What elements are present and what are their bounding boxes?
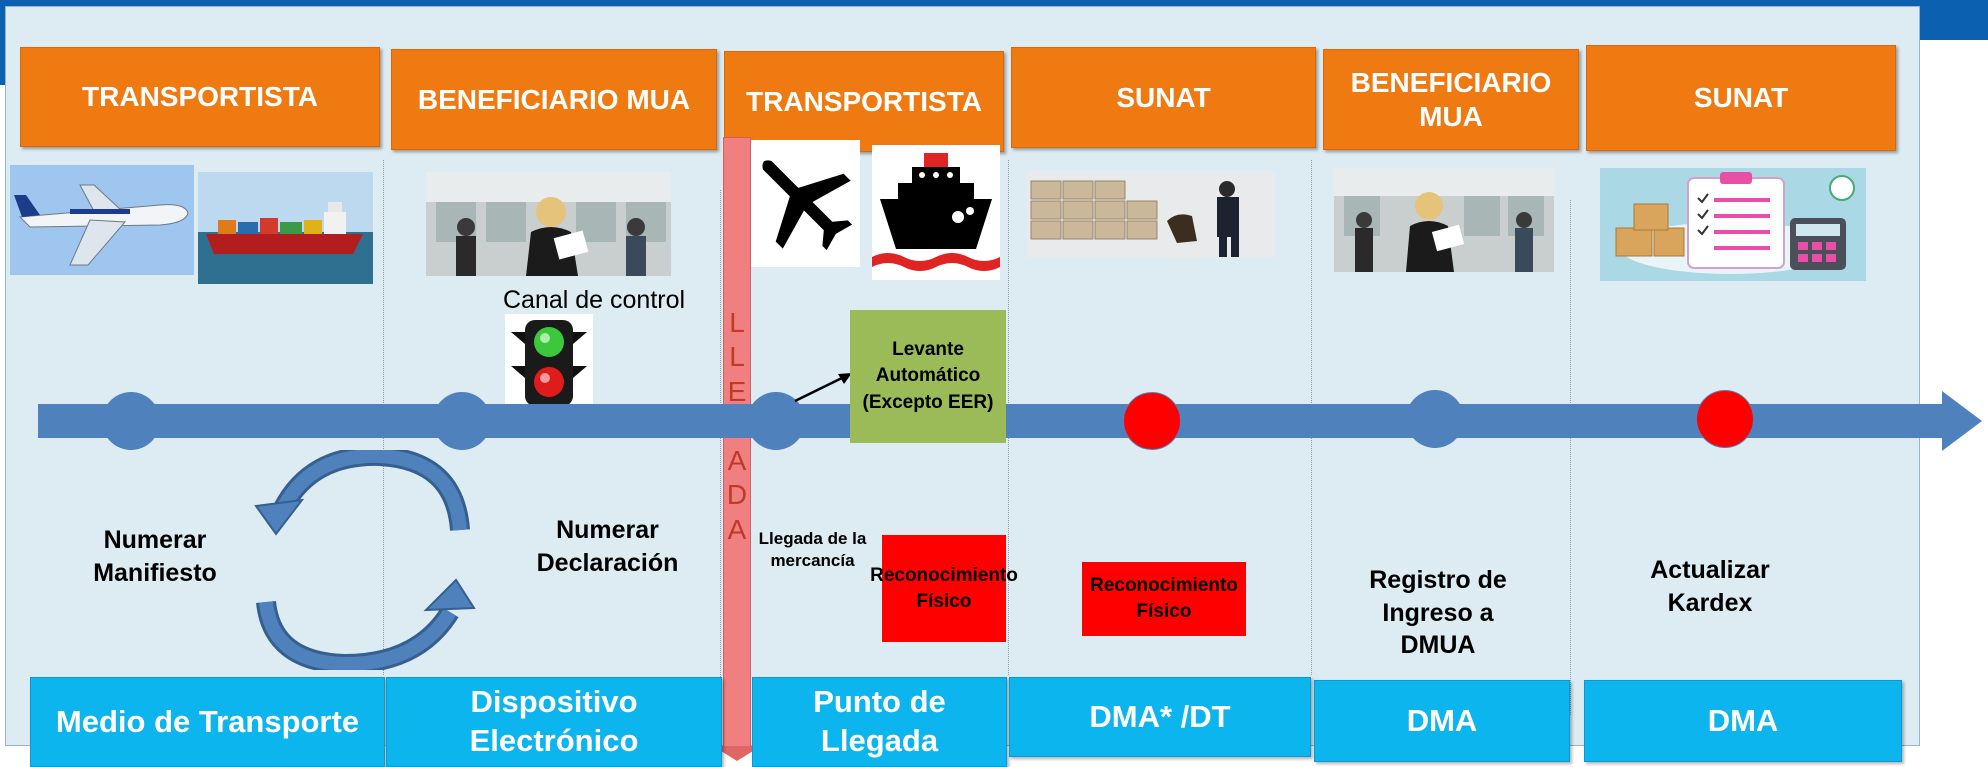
- llegada-arrow-head: [713, 746, 761, 761]
- step-numerar-manifiesto: Numerar Manifiesto: [93, 526, 217, 587]
- timeline-node: [102, 392, 160, 450]
- llegada-letter: D: [726, 479, 748, 511]
- step-registro-ingreso: Registro de Ingreso a DMUA: [1369, 566, 1507, 659]
- llegada-letter: L: [729, 341, 745, 373]
- timeline-node-alert: [1123, 392, 1181, 450]
- levante-arrow: [794, 373, 852, 403]
- bottom-dispositivo-electronico: Dispositivo Electrónico: [386, 677, 722, 767]
- reconocimiento-fisico-box-1: Reconocimiento Físico: [870, 535, 1018, 642]
- llegada-letter: A: [727, 513, 747, 545]
- column-divider: [1570, 200, 1571, 715]
- timeline-node: [433, 392, 491, 450]
- bottom-dma-1: DMA: [1314, 680, 1570, 762]
- reconocimiento-fisico-box-2: Reconocimiento Físico: [1082, 562, 1246, 636]
- levante-automatico-box: Levante Automático (Excepto EER): [850, 310, 1006, 443]
- llegada-letter: A: [727, 444, 747, 476]
- cargo-inspection-photo: [1027, 171, 1275, 258]
- traffic-light-icon: [505, 314, 593, 412]
- column-divider: [720, 190, 721, 705]
- llegada-letter: E: [727, 375, 747, 407]
- header-sunat-1: SUNAT: [1011, 47, 1316, 148]
- airplane-icon: [748, 140, 860, 267]
- bottom-dma-2: DMA: [1584, 680, 1902, 762]
- top-bar: [0, 0, 1988, 8]
- llegada-arrival-bar: [723, 137, 751, 747]
- airplane-photo: [10, 165, 194, 275]
- customs-office-photo: [426, 172, 671, 276]
- timeline-node: [1406, 390, 1464, 448]
- header-beneficiario-mua-2: BENEFICIARIO MUA: [1323, 49, 1579, 150]
- ship-icon: [872, 145, 1000, 280]
- bottom-punto-llegada: Punto de Llegada: [752, 677, 1007, 767]
- timeline-arrow-head: [1942, 391, 1982, 451]
- llegada-letter: L: [729, 307, 745, 338]
- header-transportista-1: TRANSPORTISTA: [20, 47, 380, 147]
- timeline-node-alert: [1696, 390, 1754, 448]
- customs-office-photo-2: [1334, 168, 1554, 272]
- step-llegada-mercancia: Llegada de la mercancía: [758, 529, 867, 571]
- header-transportista-2: TRANSPORTISTA: [724, 51, 1004, 152]
- bottom-dma-dt: DMA* /DT: [1009, 677, 1311, 757]
- kardex-inventory-icon: [1600, 168, 1866, 281]
- top-bar-corner: [1910, 0, 1988, 40]
- cycle-arrows-icon: [254, 450, 476, 670]
- canal-control-label: Canal de control: [503, 286, 686, 314]
- step-numerar-declaracion: Numerar Declaración: [536, 516, 679, 577]
- header-beneficiario-mua-1: BENEFICIARIO MUA: [391, 49, 717, 150]
- container-ship-photo: [198, 172, 373, 284]
- header-sunat-2: SUNAT: [1586, 45, 1896, 151]
- step-actualizar-kardex: Actualizar Kardex: [1650, 556, 1770, 617]
- bottom-medio-transporte: Medio de Transporte: [30, 677, 385, 767]
